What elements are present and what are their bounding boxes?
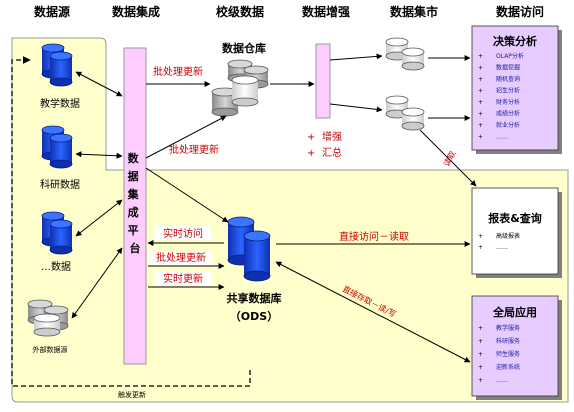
decision-list: + OLAP分析 + 数据挖掘 + 随机查询 + 招生分析 + 财务分析 + 成绩分析 + 就业分析 + …… xyxy=(478,52,524,141)
decision-item[interactable]: 招生分析 xyxy=(496,87,520,95)
platform-ods-arrow xyxy=(145,167,229,223)
teaching-db-icon xyxy=(41,43,73,87)
decision-bullet: + xyxy=(478,122,483,129)
enhance-mart1-arrow xyxy=(329,53,383,61)
global-bullet: + xyxy=(478,377,483,384)
decision-bullet: + xyxy=(478,111,483,118)
ods-subtitle: （ODS） xyxy=(230,310,278,323)
batch-low-bg xyxy=(150,251,212,265)
decision-item[interactable]: 数据挖掘 xyxy=(496,64,520,72)
decision-item[interactable]: …… xyxy=(496,134,508,141)
enhance-mart2-arrow xyxy=(329,103,383,113)
mart-db-icon-2 xyxy=(385,95,425,131)
header-data-mart: 数据集市 xyxy=(390,4,438,19)
decision-item[interactable]: 成绩分析 xyxy=(496,110,520,118)
source-research-label: 科研数据 xyxy=(40,178,80,191)
report-list: + 高级报表 + …… xyxy=(478,232,520,251)
direct-access-label: 直接访问－读取 xyxy=(339,230,409,243)
decision-bullet: + xyxy=(478,88,483,95)
report-title: 报表&查询 xyxy=(488,211,542,225)
header-data-access: 数据访问 xyxy=(496,4,544,19)
report-panel xyxy=(471,187,562,278)
trigger-update-loop xyxy=(11,56,251,387)
report-bullet: + xyxy=(478,233,483,240)
global-list: + 教学服务 + 科研服务 + 师生服务 + 迎新系统 + …… xyxy=(478,324,520,384)
global-bullet: + xyxy=(478,338,483,345)
mart-db-icon xyxy=(385,37,425,71)
source-external-label: 外部数据源 xyxy=(33,345,68,354)
decision-item[interactable]: 随机查询 xyxy=(496,75,520,83)
decision-item[interactable]: 财务分析 xyxy=(496,98,520,106)
global-panel xyxy=(471,295,562,400)
realtime-update-label: 实时更新 xyxy=(163,272,203,285)
global-item[interactable]: 教学服务 xyxy=(496,324,520,332)
global-title: 全局应用 xyxy=(492,305,537,319)
realtime-update-bg xyxy=(155,271,211,285)
global-bullet: + xyxy=(478,351,483,358)
batch-low-label: 批处理更新 xyxy=(156,251,206,264)
enhance-item-1: 增强 xyxy=(322,130,342,143)
global-item[interactable]: …… xyxy=(496,377,508,384)
decision-bullet: + xyxy=(478,76,483,83)
direct-store-arrow xyxy=(275,261,471,363)
header-data-enhancement: 数据增强 xyxy=(302,4,350,19)
batch-mid-arrow xyxy=(145,115,227,159)
decision-bullet: + xyxy=(478,65,483,72)
header-data-source: 数据源 xyxy=(34,4,70,19)
trigger-update-label: 触发更新 xyxy=(118,390,146,399)
ods-title: 共享数据库 xyxy=(227,291,282,305)
report-bullet: + xyxy=(478,244,483,251)
decision-bullet: + xyxy=(478,134,483,141)
header-data-integration: 数据集成 xyxy=(112,4,160,19)
enhance-plus-2: + xyxy=(307,148,315,159)
enhance-plus-1: + xyxy=(307,132,315,143)
global-item[interactable]: 迎新系统 xyxy=(496,363,520,371)
decision-panel xyxy=(471,25,562,154)
report-item[interactable]: 高级报表 xyxy=(496,232,520,240)
source-other-label: …数据 xyxy=(41,260,71,273)
integration-platform-bar xyxy=(123,47,147,365)
decision-item[interactable]: 就业分析 xyxy=(496,121,520,129)
global-bullet: + xyxy=(478,325,483,332)
decision-bullet: + xyxy=(478,99,483,106)
research-db-icon xyxy=(41,125,73,169)
research-platform-arrow xyxy=(75,151,123,159)
global-item[interactable]: 科研服务 xyxy=(496,337,520,345)
global-bullet: + xyxy=(478,364,483,371)
external-db-icon xyxy=(27,299,69,337)
report-item[interactable]: …… xyxy=(496,244,508,251)
decision-bullet: + xyxy=(478,53,483,60)
enhancement-bar xyxy=(315,43,331,119)
integration-platform-label: 数 据 集 成 平 台 xyxy=(127,151,143,255)
read-arrow xyxy=(419,129,477,187)
header-school-data: 校级数据 xyxy=(216,4,264,19)
decision-title: 决策分析 xyxy=(493,34,537,48)
decision-item[interactable]: OLAP分析 xyxy=(496,52,524,60)
teaching-platform-arrow xyxy=(75,71,123,97)
enhance-item-2: 汇总 xyxy=(322,146,342,159)
other-platform-arrow xyxy=(75,199,123,237)
batch-top-label: 批处理更新 xyxy=(153,65,203,78)
realtime-access-bg xyxy=(155,226,211,240)
warehouse-db-icon xyxy=(211,59,269,117)
warehouse-title: 数据仓库 xyxy=(222,41,266,55)
other-db-icon xyxy=(41,211,73,255)
global-item[interactable]: 师生服务 xyxy=(496,350,520,358)
batch-mid-label: 批处理更新 xyxy=(169,143,219,156)
external-platform-arrow xyxy=(71,247,123,319)
ods-db-icon xyxy=(227,216,271,282)
source-teaching-label: 教学数据 xyxy=(40,97,80,110)
realtime-access-label: 实时访问 xyxy=(163,227,203,240)
